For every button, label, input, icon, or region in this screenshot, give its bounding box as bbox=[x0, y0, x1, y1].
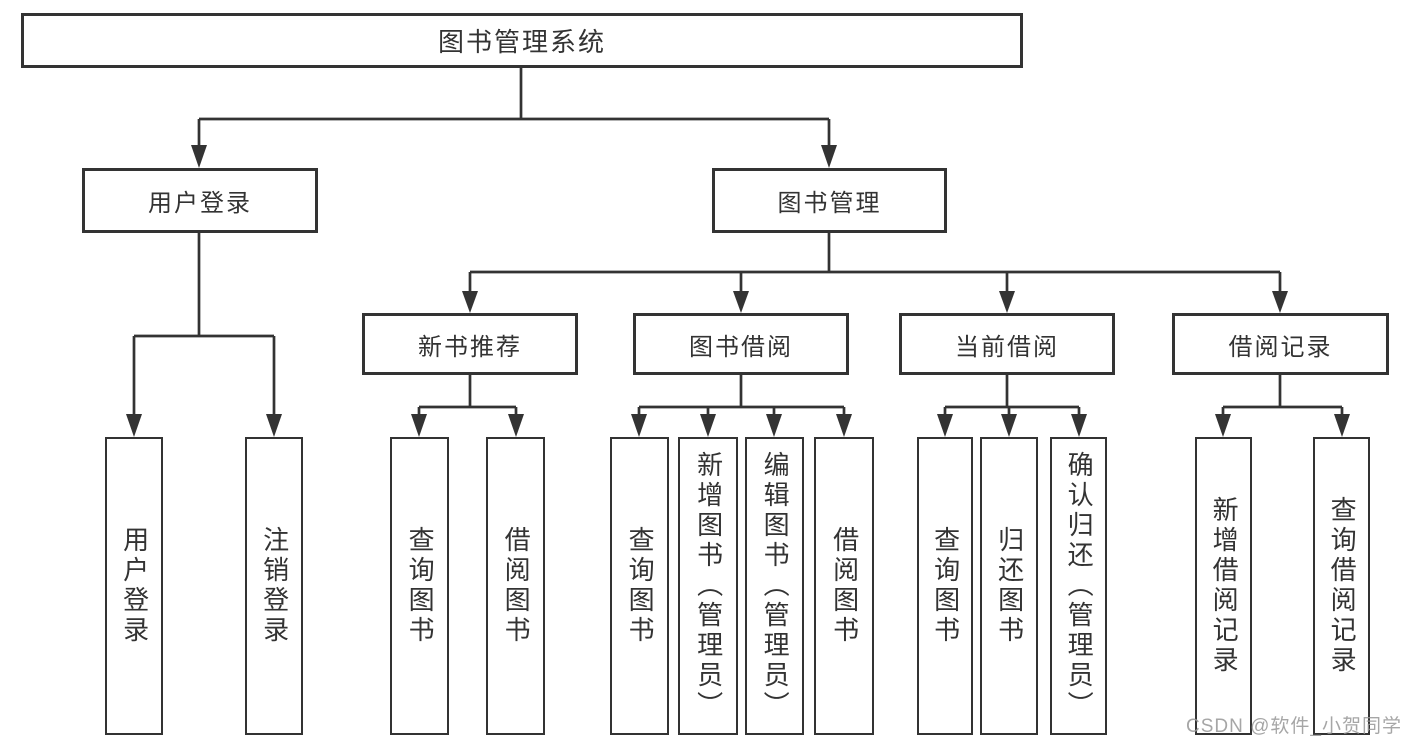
leaf-label: 确认归还（管理员） bbox=[1064, 451, 1095, 721]
node-current-borrowing: 当前借阅 bbox=[899, 313, 1115, 375]
leaf-recommend-borrow-books: 借阅图书 bbox=[486, 437, 545, 735]
leaf-label: 查询图书 bbox=[405, 526, 436, 646]
leaf-label: 新增图书（管理员） bbox=[693, 451, 724, 721]
node-new-book-recommend: 新书推荐 bbox=[362, 313, 578, 375]
leaf-recommend-query-books: 查询图书 bbox=[390, 437, 449, 735]
leaf-label: 归还图书 bbox=[994, 526, 1025, 646]
leaf-borrowing-add-books-admin: 新增图书（管理员） bbox=[678, 437, 738, 735]
node-library-management-system: 图书管理系统 bbox=[21, 13, 1023, 68]
leaf-current-confirm-return-admin: 确认归还（管理员） bbox=[1050, 437, 1107, 735]
node-borrowing-records: 借阅记录 bbox=[1172, 313, 1389, 375]
leaf-records-query-borrow-record: 查询借阅记录 bbox=[1313, 437, 1370, 735]
leaf-label: 查询图书 bbox=[930, 526, 961, 646]
node-book-borrowing: 图书借阅 bbox=[633, 313, 849, 375]
leaf-user-login: 用户登录 bbox=[105, 437, 163, 735]
leaf-label: 新增借阅记录 bbox=[1209, 496, 1240, 676]
leaf-records-add-borrow-record: 新增借阅记录 bbox=[1195, 437, 1252, 735]
leaf-label: 查询图书 bbox=[625, 526, 656, 646]
leaf-label: 借阅图书 bbox=[501, 526, 532, 646]
leaf-borrowing-query-books: 查询图书 bbox=[610, 437, 669, 735]
leaf-current-return-books: 归还图书 bbox=[980, 437, 1038, 735]
leaf-label: 用户登录 bbox=[119, 526, 150, 646]
leaf-label: 注销登录 bbox=[259, 526, 290, 646]
leaf-label: 查询借阅记录 bbox=[1327, 496, 1358, 676]
leaf-current-query-books: 查询图书 bbox=[917, 437, 973, 735]
leaf-label: 借阅图书 bbox=[829, 526, 860, 646]
leaf-logout: 注销登录 bbox=[245, 437, 303, 735]
arrowheads bbox=[126, 145, 1350, 437]
leaf-borrowing-borrow-books: 借阅图书 bbox=[814, 437, 874, 735]
node-book-management: 图书管理 bbox=[712, 168, 947, 233]
leaf-borrowing-edit-books-admin: 编辑图书（管理员） bbox=[745, 437, 804, 735]
csdn-watermark: CSDN @软件_小贺同学 bbox=[1186, 716, 1402, 737]
node-user-login: 用户登录 bbox=[82, 168, 318, 233]
leaf-label: 编辑图书（管理员） bbox=[760, 451, 791, 721]
